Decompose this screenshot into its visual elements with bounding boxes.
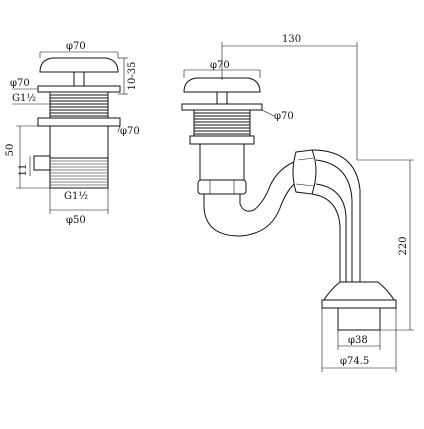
trap-flange-diameter-label: φ70 (274, 111, 294, 122)
thread-bottom-label: G1½ (64, 191, 88, 202)
body-height-label: 50 (5, 144, 16, 157)
trap-thread-body (193, 109, 251, 137)
outlet-spigot (337, 307, 381, 331)
waste-nut (197, 179, 247, 195)
trap-waste-cap (183, 77, 261, 93)
trap-washer-ring (189, 135, 255, 145)
cap-stem (73, 71, 85, 87)
trap-cap-stem (216, 91, 228, 105)
base-plate (321, 299, 397, 309)
trap-bend-outer (203, 179, 301, 237)
flange-diameter-label: φ70 (10, 78, 30, 89)
cap-height-label: 10-35 (127, 62, 138, 91)
thread-body (49, 91, 109, 119)
outlet-pipe-back (315, 183, 347, 282)
width-dim-label: 130 (282, 34, 301, 45)
cap-diameter-label: φ70 (66, 41, 86, 52)
washer-ring (37, 117, 121, 127)
ring-diameter-label: φ70 (120, 126, 140, 137)
thread-top-label: G1½ (12, 93, 36, 104)
trap-bend-inner (239, 159, 299, 212)
right-view: 130 φ70 φ70 (181, 34, 414, 372)
outlet-pipe-outer (311, 149, 361, 282)
bottom-thread-lines (50, 160, 108, 186)
trap-cap-diameter-label: φ70 (210, 60, 230, 71)
outlet-pipe-inner (311, 193, 341, 282)
base-diameter-label: φ74.5 (340, 356, 369, 367)
compression-nut (292, 149, 317, 195)
waste-cap (39, 57, 119, 73)
overflow-spigot (33, 155, 51, 171)
side-offset-label: 11 (18, 164, 29, 177)
outlet-pipe-mid (315, 159, 353, 282)
thread-lines (50, 94, 108, 117)
trap-thread-lines (194, 112, 250, 135)
height-dim-label: 220 (398, 236, 409, 255)
outlet-diameter-label: φ38 (348, 335, 368, 346)
bottom-diameter-label: φ50 (66, 215, 86, 226)
trap-flange (181, 103, 263, 111)
base-collar (323, 281, 395, 301)
trap-waste-body (199, 143, 245, 181)
flange (37, 85, 121, 93)
lower-body (49, 125, 109, 159)
left-view: φ70 10-35 φ70 G1½ φ70 (5, 41, 140, 226)
